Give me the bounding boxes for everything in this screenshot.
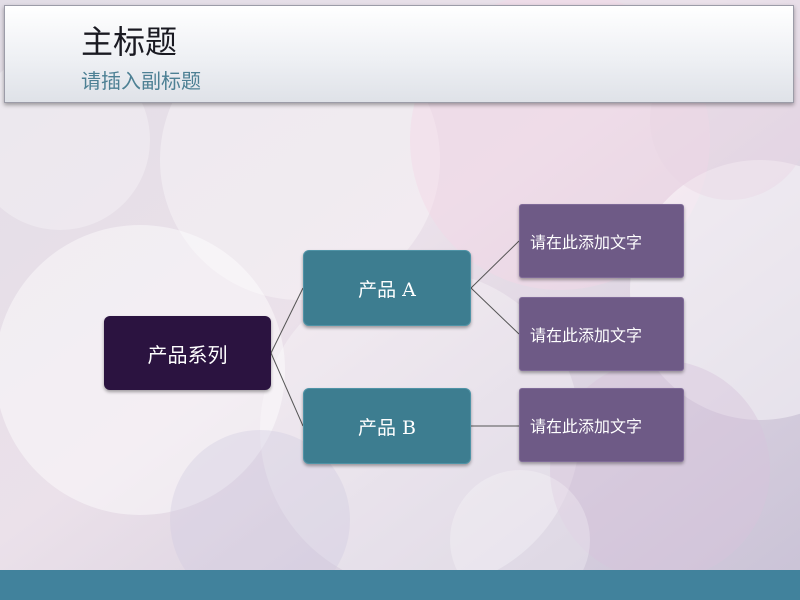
branch-node-b-label: 产品 B — [357, 416, 416, 439]
leaf-node-b1-label: 请在此添加文字 — [530, 417, 643, 436]
leaf-node-a1-label: 请在此添加文字 — [530, 233, 643, 252]
branch-node-b[interactable]: 产品 B — [303, 388, 471, 464]
root-node[interactable]: 产品系列 — [104, 316, 271, 390]
root-node-label: 产品系列 — [147, 342, 228, 367]
leaf-node-a2-label: 请在此添加文字 — [530, 326, 643, 345]
leaf-node-a1[interactable]: 请在此添加文字 — [519, 204, 684, 278]
bottom-band — [0, 570, 800, 600]
title-bar: 主标题 请插入副标题 — [4, 5, 794, 103]
main-title[interactable]: 主标题 — [81, 23, 178, 61]
leaf-node-b1[interactable]: 请在此添加文字 — [519, 388, 684, 462]
subtitle[interactable]: 请插入副标题 — [81, 69, 201, 93]
branch-node-a-label: 产品 A — [358, 278, 416, 301]
branch-node-a[interactable]: 产品 A — [303, 250, 471, 326]
leaf-node-a2[interactable]: 请在此添加文字 — [519, 297, 684, 371]
